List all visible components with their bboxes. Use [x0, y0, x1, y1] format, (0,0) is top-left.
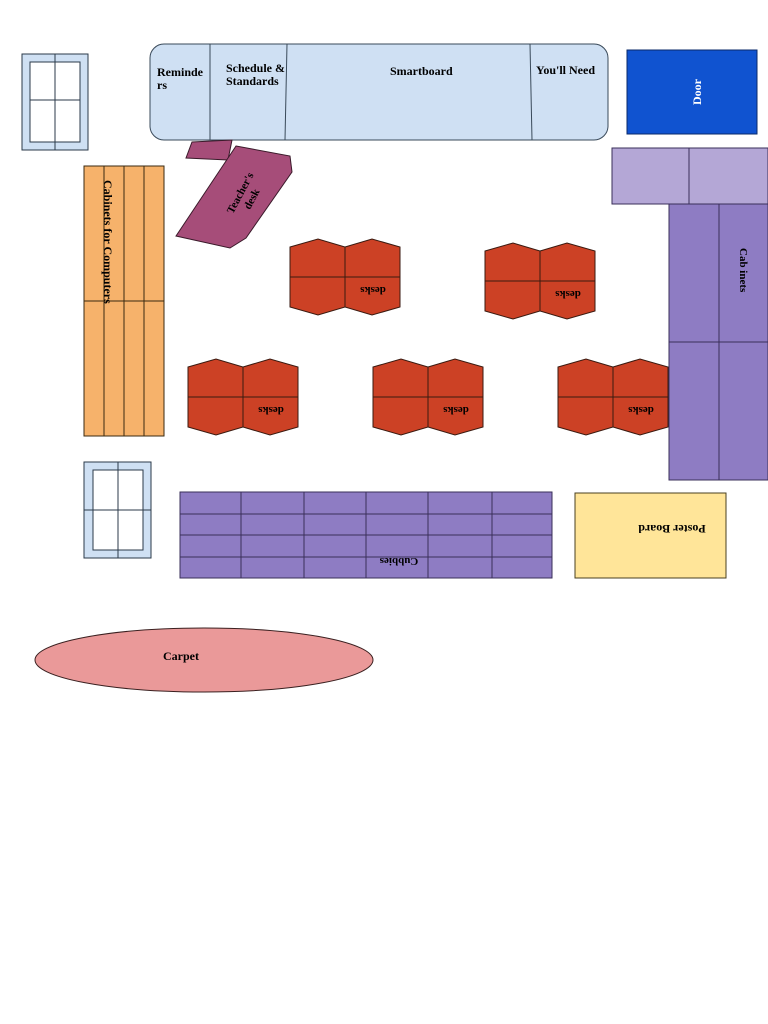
- cubbies: Cubbies: [179, 491, 553, 579]
- youll-need-label: You'll Need: [536, 63, 595, 77]
- desk-group-2: desks: [484, 242, 596, 320]
- desks-label: desks: [442, 404, 468, 416]
- cubbies-label: Cubbies: [379, 555, 418, 567]
- desk-group-1: desks: [289, 238, 401, 316]
- cabinets: Cab inets: [611, 147, 768, 481]
- desks-label: desks: [359, 284, 385, 296]
- teachers-desk: Teacher'sdesk: [175, 139, 293, 249]
- door: Door: [626, 49, 758, 135]
- desks-label: desks: [554, 288, 580, 300]
- cabinets-for-computers-label: Cabinets for Computers: [101, 180, 115, 304]
- poster-board-label: Poster Board: [638, 522, 706, 536]
- desks-label: desks: [257, 404, 283, 416]
- smartboard-label: Smartboard: [390, 64, 453, 78]
- cabinets-label: Cab inets: [737, 248, 749, 293]
- window-lower-left: [83, 461, 152, 559]
- desks-label: desks: [627, 404, 653, 416]
- desk-group-4: desks: [372, 358, 484, 436]
- door-label: Door: [690, 78, 704, 105]
- window-top-left: [21, 53, 89, 151]
- cabinets-for-computers: Cabinets for Computers: [83, 165, 165, 437]
- desk-group-5: desks: [557, 358, 669, 436]
- carpet-label: Carpet: [163, 649, 199, 663]
- desk-group-3: desks: [187, 358, 299, 436]
- carpet: Carpet: [34, 627, 374, 693]
- poster-board: Poster Board: [574, 492, 727, 579]
- schedule-label: Schedule &Standards: [226, 61, 285, 88]
